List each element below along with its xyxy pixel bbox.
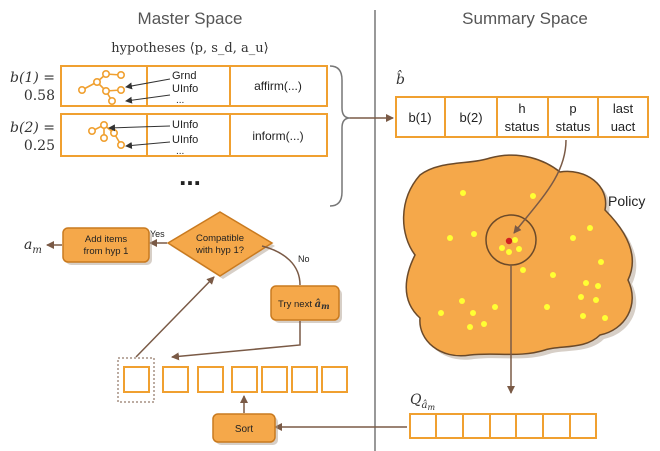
no-label: No xyxy=(298,254,310,264)
policy-points xyxy=(438,190,608,330)
policy-label: Policy xyxy=(608,193,645,209)
hyp1-item-2: UInfo xyxy=(172,83,198,95)
summary-space-title: Summary Space xyxy=(462,9,588,28)
summary-cell-b1: b(1) xyxy=(408,110,431,125)
sort-node: Sort xyxy=(212,413,278,445)
hyp2-item-3: ... xyxy=(176,146,184,157)
summary-cell-p: p xyxy=(569,101,576,116)
summary-to-policy-arrow xyxy=(513,139,567,234)
no-path xyxy=(261,245,301,286)
summary-cell-uact: uact xyxy=(611,119,636,134)
summary-cell-h: h xyxy=(518,101,525,116)
add-items-line1: Add items xyxy=(85,234,127,245)
current-belief-point xyxy=(505,237,513,245)
add-items-node: Add items from hyp 1 xyxy=(62,227,152,265)
output-action-label: am xyxy=(24,237,42,256)
belief-label-2: b(2) = xyxy=(10,120,55,136)
sorted-action-list xyxy=(123,366,348,393)
summary-cell-h-status: status xyxy=(505,119,540,134)
hyp2-act: inform(...) xyxy=(252,129,303,143)
hypotheses-caption: hypotheses ⟨p, s_d, a_u⟩ xyxy=(111,41,268,56)
policy-region xyxy=(402,154,633,357)
summary-cell-last: last xyxy=(613,101,634,116)
hyp1-item-1: Grnd xyxy=(172,70,196,82)
tree-icon xyxy=(88,121,126,150)
hypothesis-row-1: b(1) = 0.58 Grnd UInfo ... affirm(...) xyxy=(10,65,328,107)
belief-value-1: 0.58 xyxy=(24,88,55,104)
compatible-decision: Compatible with hyp 1? xyxy=(166,211,275,279)
summary-cell-b2: b(2) xyxy=(459,110,482,125)
belief-value-2: 0.25 xyxy=(24,138,55,154)
summary-cell-p-status: status xyxy=(556,119,591,134)
hyp1-item-3: ... xyxy=(176,95,184,106)
q-vector-subscript: âm xyxy=(421,400,435,412)
q-vector-label: Qâm xyxy=(410,392,435,412)
belief-label-1: b(1) = xyxy=(10,70,55,86)
compatible-label-line1: Compatible xyxy=(196,233,244,244)
tree-icon xyxy=(78,70,126,106)
compatible-label-line2: with hyp 1? xyxy=(195,245,244,256)
list-to-decision-arrow xyxy=(135,276,215,358)
summary-vector: b(1) b(2) h status p status last uact xyxy=(395,96,649,138)
hypotheses-brace xyxy=(329,65,351,207)
more-hypotheses-ellipsis: ... xyxy=(179,161,201,191)
hyp2-item-1: UInfo xyxy=(172,119,198,131)
hyp1-act: affirm(...) xyxy=(254,79,302,93)
try-next-to-list-arrow xyxy=(171,321,301,361)
yes-label: Yes xyxy=(150,229,165,239)
current-action-highlight xyxy=(117,357,155,403)
hyp2-item-2: UInfo xyxy=(172,134,198,146)
try-next-node: Try next âm xyxy=(270,285,342,323)
sort-label: Sort xyxy=(235,424,254,435)
hypothesis-row-2: b(2) = 0.25 UInfo UInfo ... inform(...) xyxy=(10,113,328,157)
add-items-line2: from hyp 1 xyxy=(84,246,129,257)
try-next-label: Try next âm xyxy=(278,299,330,311)
summary-vector-label: b̂ xyxy=(396,69,405,88)
q-vector xyxy=(409,413,597,439)
master-space-title: Master Space xyxy=(138,9,243,28)
